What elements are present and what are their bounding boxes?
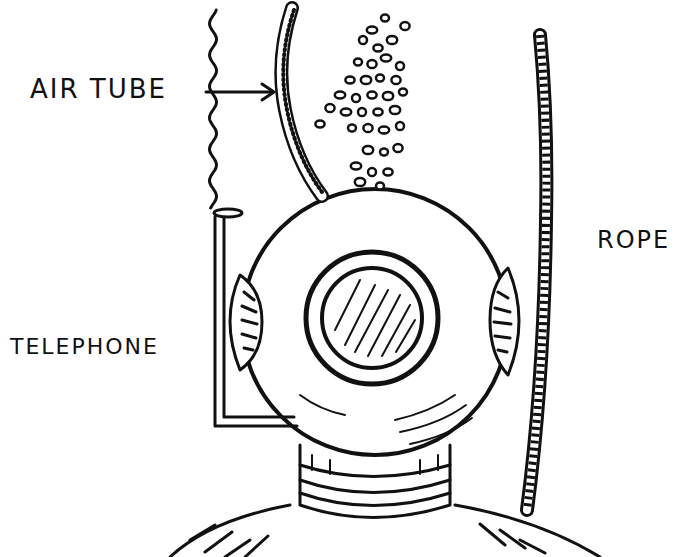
air-bubble: [376, 75, 384, 82]
air-bubble: [315, 121, 324, 128]
side-windows: [230, 268, 519, 375]
rope: [527, 35, 546, 510]
helmet-dome: [242, 189, 508, 455]
air-bubble: [396, 62, 404, 70]
part-label: TELEPHONE: [10, 334, 159, 359]
faceplate-rim: [306, 252, 438, 384]
air-bubble: [381, 15, 389, 22]
part-label: ROPE: [597, 226, 670, 254]
air-bubble: [345, 77, 354, 84]
glass-hatching: [335, 280, 415, 356]
air-bubble: [335, 92, 345, 99]
faceplate-glass: [322, 268, 422, 368]
air-bubble: [341, 109, 351, 116]
helmet-shading: [300, 395, 472, 444]
air-bubble: [355, 178, 365, 186]
air-bubble: [363, 124, 372, 132]
air-bubble: [390, 106, 400, 114]
air-bubble: [396, 122, 404, 130]
air-bubble: [348, 125, 356, 132]
air-bubble: [381, 55, 391, 62]
air-bubble: [363, 146, 373, 154]
air-bubble: [373, 45, 382, 52]
air-tube: [281, 8, 322, 196]
suit-collar: [170, 505, 600, 557]
air-bubble: [367, 27, 377, 34]
air-bubble: [380, 149, 388, 156]
air-bubble: [391, 76, 400, 84]
air-bubble: [354, 59, 362, 66]
air-bubble: [400, 22, 409, 30]
air-bubble: [325, 104, 334, 112]
air-bubble: [367, 60, 376, 68]
air-bubble: [399, 89, 407, 96]
air-bubble: [367, 92, 376, 99]
air-bubble: [351, 163, 361, 170]
air-bubble: [387, 36, 397, 44]
air-bubble: [352, 94, 360, 102]
telephone-line: [210, 10, 298, 426]
part-label: AIR TUBE: [30, 74, 167, 104]
air-bubble: [373, 109, 382, 116]
air-bubble: [361, 76, 371, 84]
air-bubble: [393, 144, 402, 152]
air-bubble: [368, 168, 376, 176]
air-bubble: [379, 127, 389, 134]
air-bubble: [376, 183, 384, 190]
air-bubbles: [315, 15, 409, 190]
air-bubble: [383, 169, 392, 176]
air-bubble: [383, 92, 393, 100]
leader-arrow: [206, 84, 274, 100]
air-bubble: [358, 108, 366, 116]
air-bubble: [359, 36, 367, 44]
